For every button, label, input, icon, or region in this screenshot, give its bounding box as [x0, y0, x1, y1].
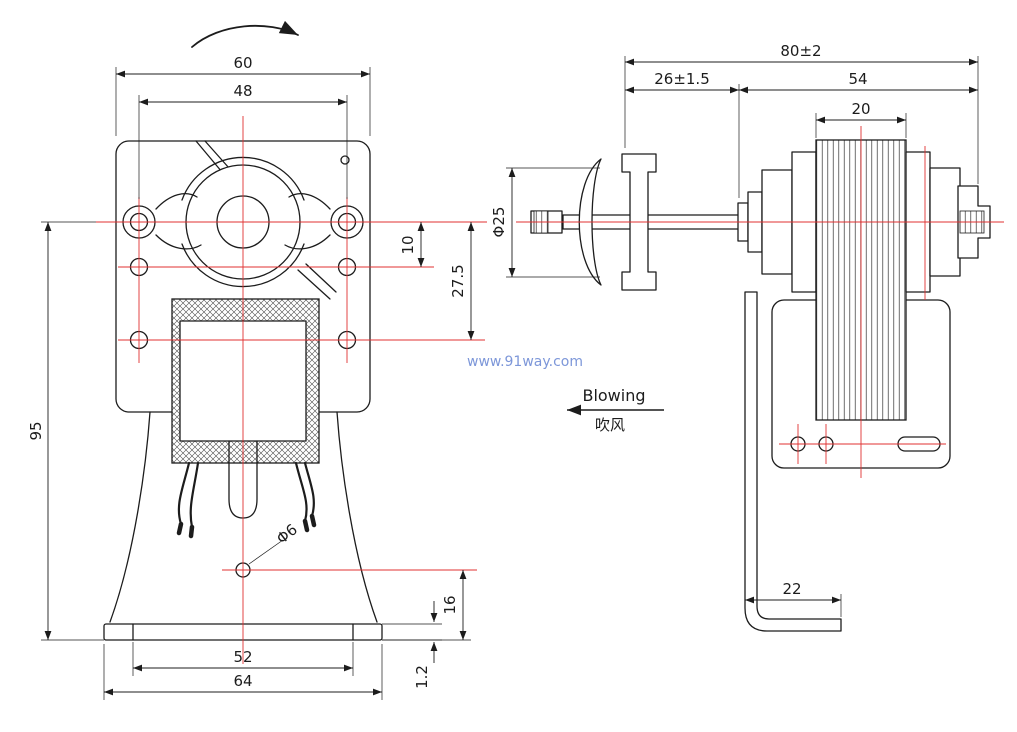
dim-base-slot-span-label: 52 [233, 648, 252, 666]
dim-base-plate-thickness-label: 1.2 [413, 665, 431, 689]
blowing-annotation: Blowing 吹风 [567, 386, 664, 434]
dim-hub-dia-label: Φ25 [490, 207, 508, 238]
base-hole-leader [248, 539, 284, 565]
pilot-hole [340, 155, 350, 165]
blowing-label-zh: 吹风 [595, 416, 625, 434]
foot-side-left [109, 411, 151, 623]
pole-arm-curves [155, 193, 331, 250]
dim-overall-height-label: 95 [27, 421, 45, 440]
shading-slot-top [195, 140, 230, 173]
dim-base-width-label: 64 [233, 672, 252, 690]
base-slot-marks [132, 623, 354, 641]
dim-base-hole-height-label: 16 [441, 595, 459, 614]
dim-body-length-label: 54 [848, 70, 867, 88]
shading-slot-bottom [297, 263, 337, 300]
centerlines [96, 116, 1004, 664]
dim-body-width-label: 60 [233, 54, 252, 72]
watermark: www.91way.com [467, 354, 583, 370]
blowing-label-en: Blowing [582, 386, 645, 405]
dim-base-hole-dia-label: Φ6 [273, 520, 301, 547]
dim-foot-depth-label: 22 [782, 580, 801, 598]
lead-wire-tips [176, 513, 317, 539]
dim-hole-row2-offset-label: 27.5 [449, 264, 467, 297]
foot-side-right [336, 411, 378, 623]
dim-stack-thickness-label: 20 [851, 100, 870, 118]
side-dimensions: 80±2 26±1.5 54 20 Φ25 22 [490, 42, 979, 617]
lead-wires [176, 461, 317, 539]
dim-mount-hole-span-label: 48 [233, 82, 252, 100]
rotation-direction-arrow [191, 20, 299, 48]
dim-overall-length-label: 80±2 [780, 42, 821, 60]
dim-hole-row1-offset-label: 10 [399, 235, 417, 254]
dim-shaft-extension-label: 26±1.5 [654, 70, 710, 88]
side-bracket-hole-cross [779, 424, 946, 464]
